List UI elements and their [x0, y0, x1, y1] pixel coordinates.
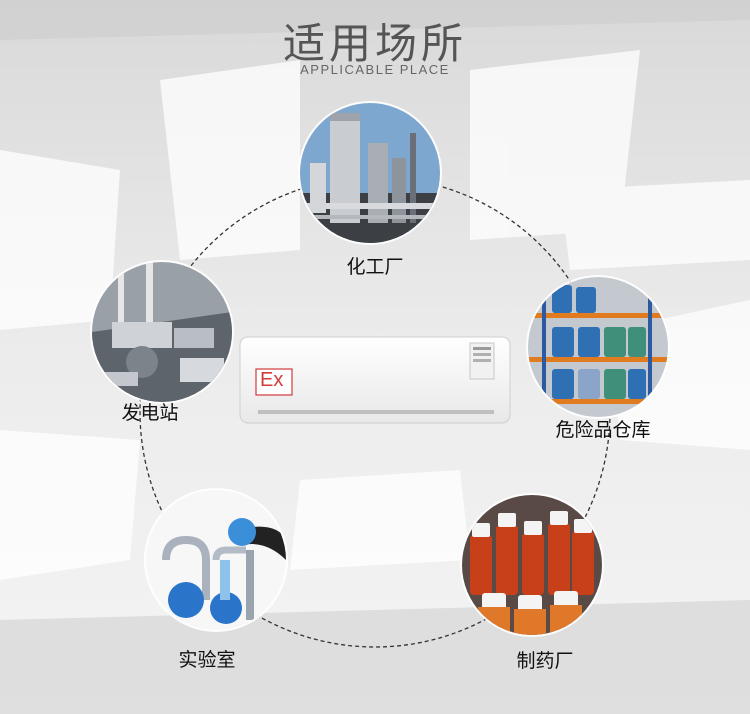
place-label-power-station: 发电站 — [121, 402, 179, 424]
place-label-chemical-plant: 化工厂 — [346, 256, 404, 278]
page-title: 适用场所 — [282, 19, 467, 68]
page-subtitle: APPLICABLE PLACE — [300, 62, 450, 77]
place-label-pharmacy: 制药厂 — [516, 650, 574, 672]
pharmacy-photo — [462, 495, 602, 635]
chemical-plant-photo — [300, 103, 440, 243]
lab-glassware-photo — [146, 490, 286, 630]
ex-badge-text: Ex — [260, 369, 284, 391]
place-label-warehouse: 危险品仓库 — [555, 419, 651, 441]
warehouse-photo — [528, 277, 668, 417]
power-station-photo — [92, 262, 232, 402]
air-conditioner-image: Ex — [238, 335, 512, 427]
place-label-lab: 实验室 — [178, 649, 236, 671]
